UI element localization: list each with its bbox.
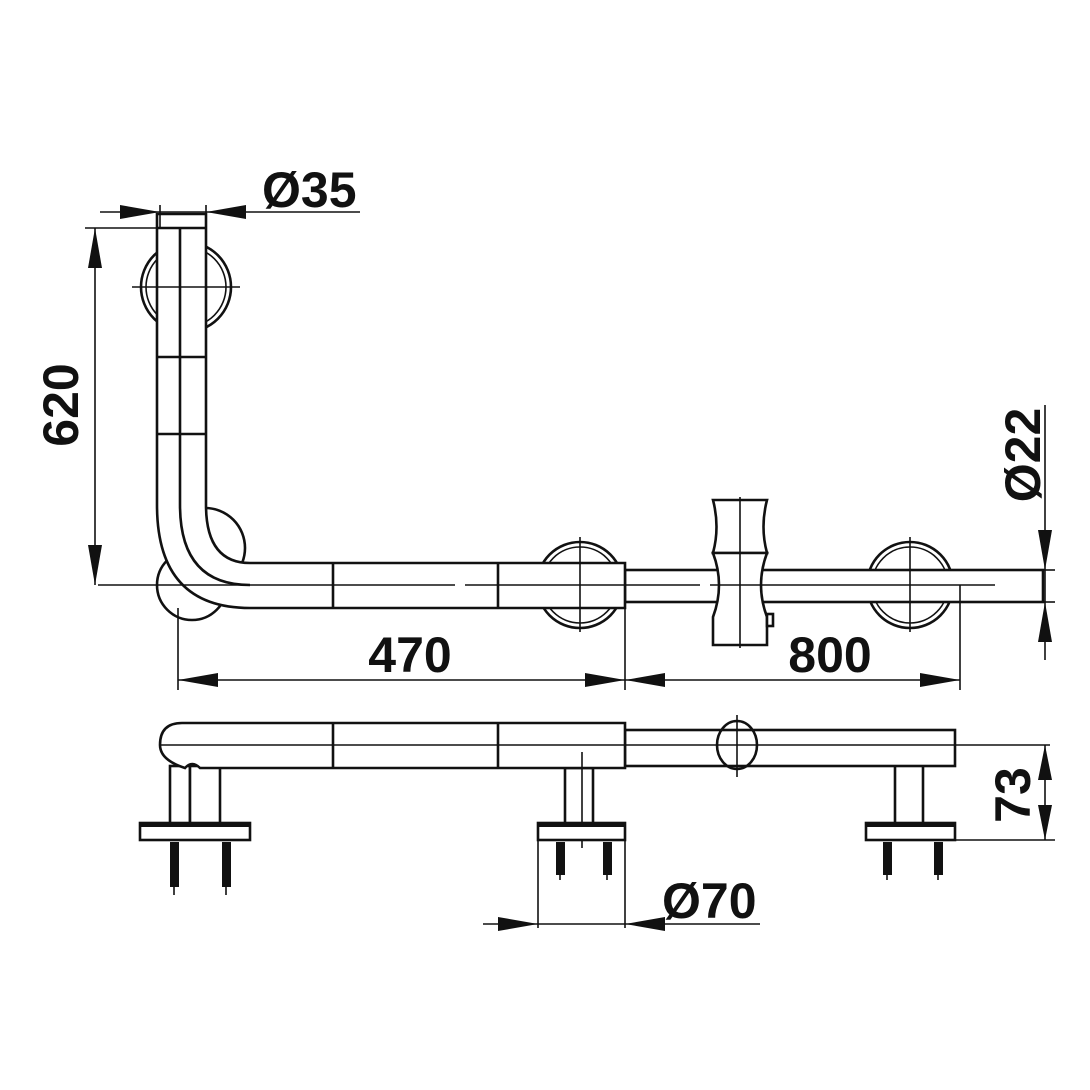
side-view: Ø70 73 [138, 715, 1055, 931]
dim-flange-diameter-70: Ø70 [662, 873, 757, 929]
dim-tube-diameter-35: Ø35 [262, 162, 357, 218]
left-post [188, 764, 222, 828]
thin-tube [623, 568, 1045, 604]
dim-projection-73: 73 [985, 767, 1041, 823]
dim-extension-800: 800 [788, 627, 871, 683]
dim-tube-diameter-22: Ø22 [995, 408, 1051, 503]
dim-horizontal-470: 470 [368, 627, 451, 683]
top-view: Ø35 620 470 800 Ø22 [33, 162, 1055, 690]
right-post [893, 758, 925, 826]
main-l-tube [155, 212, 627, 610]
screws [170, 842, 943, 895]
dim-vertical-620: 620 [33, 363, 89, 446]
middle-post [563, 766, 595, 826]
side-thin-tube [623, 728, 957, 768]
